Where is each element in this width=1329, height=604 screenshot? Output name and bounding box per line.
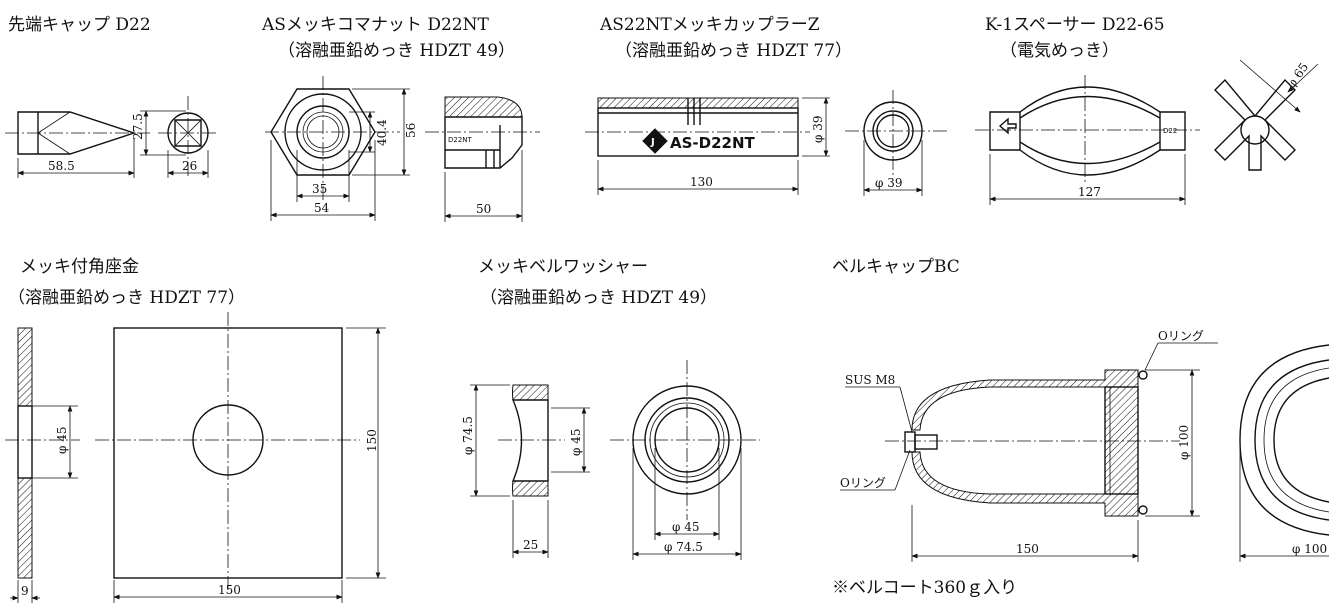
koma-nut-drawing: ASメッキコマナット D22NT （溶融亜鉛めっき HDZT 49） 40.4 …: [261, 15, 540, 222]
bell-cap-oring-left-label: Oリング: [840, 476, 886, 490]
koma-nut-dim-56: 56: [404, 123, 418, 138]
koma-nut-subtitle: （溶融亜鉛めっき HDZT 49）: [278, 41, 515, 61]
spacer-length-dim: 127: [1078, 185, 1101, 199]
spacer-subtitle: （電気めっき）: [1000, 41, 1119, 61]
bell-cap-title: ベルキャップBC: [832, 257, 960, 277]
koma-nut-dim-50: 50: [476, 202, 491, 216]
spacer-stamp: D22: [1163, 127, 1177, 135]
bell-cap-note: ※ベルコート360ｇ入り: [832, 578, 1017, 598]
bell-cap-length-dim: 150: [1016, 542, 1039, 556]
spacer-diameter-dim: φ 65: [1284, 60, 1311, 91]
bell-washer-subtitle: （溶融亜鉛めっき HDZT 49）: [480, 288, 717, 308]
bell-cap-diameter-dim: φ 100: [1177, 425, 1191, 460]
koma-nut-dim-40: 40.4: [375, 119, 389, 146]
koma-nut-stamp: D22NT: [448, 136, 473, 144]
koma-nut-title: ASメッキコマナット D22NT: [261, 15, 489, 35]
coupler-subtitle: （溶融亜鉛めっき HDZT 77）: [615, 41, 852, 61]
square-washer-side-dim: 150: [365, 429, 379, 452]
square-washer-width-dim: 150: [218, 583, 241, 597]
koma-nut-dim-54: 54: [314, 201, 330, 215]
bell-washer-inner-dim: φ 45: [569, 429, 583, 457]
bell-washer-thickness-dim: 25: [523, 538, 538, 552]
bell-washer-outer2-dim: φ 74.5: [664, 540, 703, 554]
coupler-drawing: AS22NTメッキカップラーZ （溶融亜鉛めっき HDZT 77） J AS-D…: [585, 15, 950, 196]
coupler-logo: J: [650, 137, 655, 148]
koma-nut-dim-35: 35: [312, 182, 327, 196]
bell-washer-drawing: メッキベルワッシャー （溶融亜鉛めっき HDZT 49） φ 74.5 φ 45…: [461, 257, 760, 560]
bell-washer-outer-dim: φ 74.5: [461, 416, 475, 455]
square-washer-thickness-dim: 9: [21, 584, 29, 598]
spacer-drawing: K-1スペーサー D22-65 （電気めっき） D22 127 φ 65: [975, 15, 1319, 205]
tip-cap-drawing: 先端キャップ D22 58.5 27.5 26: [5, 15, 218, 178]
tip-cap-title: 先端キャップ D22: [8, 15, 151, 35]
coupler-length-dim: 130: [690, 175, 713, 189]
bell-cap-drawing: ベルキャップBC SUS M8 Oリング Oリング φ 100 150 ※ベルコ…: [832, 257, 1329, 598]
coupler-end-dim: φ 39: [875, 176, 903, 190]
tip-cap-width-dim: 26: [182, 159, 197, 173]
bell-washer-title: メッキベルワッシャー: [478, 257, 648, 277]
bell-cap-oring-top-label: Oリング: [1158, 329, 1204, 343]
square-washer-subtitle: （溶融亜鉛めっき HDZT 77）: [8, 288, 245, 308]
bell-cap-sus-label: SUS M8: [845, 373, 895, 387]
square-washer-title: メッキ付角座金: [20, 257, 139, 277]
square-washer-drawing: メッキ付角座金 （溶融亜鉛めっき HDZT 77） φ 45 9 150 150: [5, 257, 386, 603]
tip-cap-length-dim: 58.5: [48, 159, 75, 173]
spacer-title: K-1スペーサー D22-65: [985, 15, 1165, 35]
coupler-label: AS-D22NT: [670, 134, 756, 152]
bell-washer-inner2-dim: φ 45: [672, 520, 700, 534]
coupler-title: AS22NTメッキカップラーZ: [599, 15, 820, 35]
square-washer-hole-dim: φ 45: [55, 427, 69, 455]
coupler-diameter-dim: φ 39: [811, 116, 825, 144]
tip-cap-height-dim: 27.5: [131, 113, 145, 140]
bell-cap-end-diameter-dim: φ 100: [1292, 542, 1327, 556]
